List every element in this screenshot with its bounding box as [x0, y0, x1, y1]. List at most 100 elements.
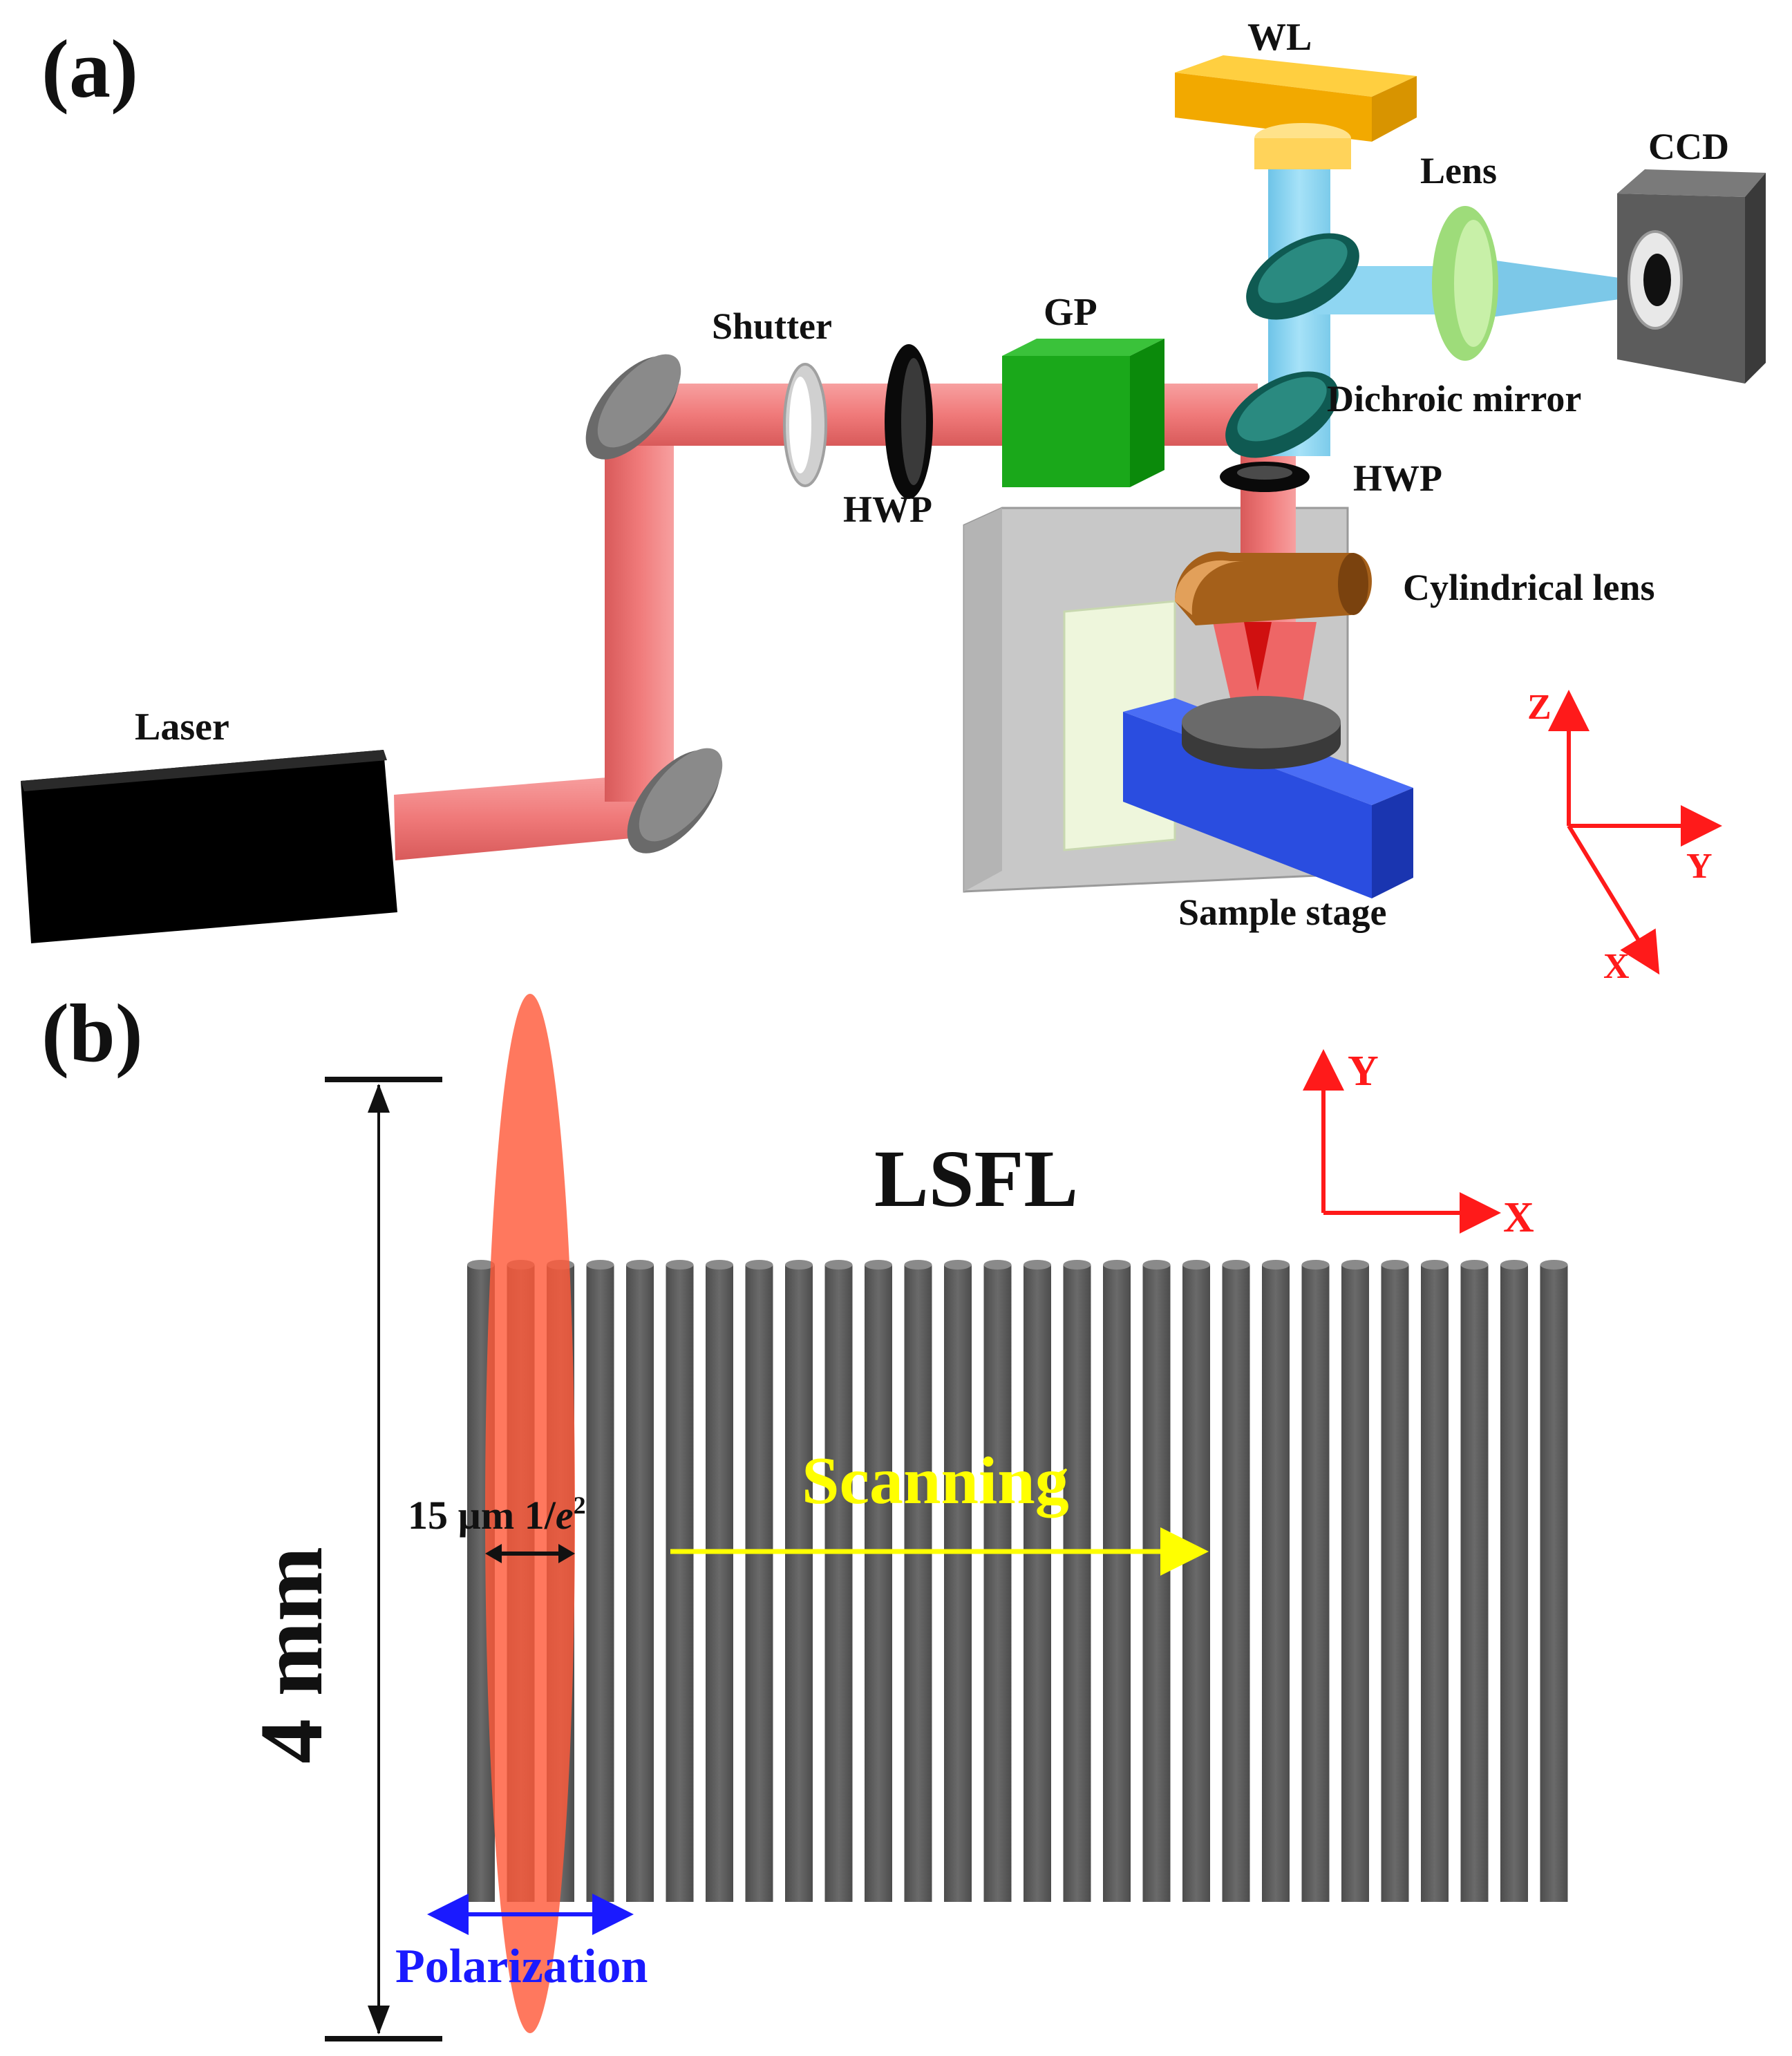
- lsfl-stripe-cap: [745, 1260, 773, 1270]
- axis-label-x-b: X: [1503, 1194, 1534, 1241]
- spot-width-annotation: 15 µm 1/e2: [408, 1491, 586, 1563]
- label-hwp-2: HWP: [1353, 458, 1442, 499]
- blue-beam-cone: [1486, 259, 1659, 318]
- lsfl-stripe-cap: [1222, 1260, 1250, 1270]
- lsfl-stripe: [1421, 1265, 1449, 1902]
- lsfl-stripe: [983, 1265, 1012, 1902]
- beam-focus-core: [1244, 622, 1272, 691]
- axes-xyz: Z Y X: [1527, 688, 1722, 986]
- scanning-indicator: Scanning: [670, 1444, 1209, 1576]
- label-4mm: 4 mm: [242, 1547, 341, 1764]
- lsfl-stripe-cap: [1301, 1260, 1330, 1270]
- lsfl-stripe: [1262, 1265, 1290, 1902]
- lsfl-stripe: [1182, 1265, 1210, 1902]
- beam-vertical: [605, 428, 674, 802]
- lsfl-stripe-cap: [1103, 1260, 1131, 1270]
- lsfl-stripe-cap: [1421, 1260, 1449, 1270]
- lsfl-stripe: [1103, 1265, 1131, 1902]
- panel-a: (a): [21, 16, 1766, 986]
- lsfl-stripe-cap: [1381, 1260, 1409, 1270]
- lsfl-stripe: [1460, 1265, 1489, 1902]
- label-wl: WL: [1247, 16, 1312, 59]
- lsfl-stripe-cap: [706, 1260, 733, 1270]
- lsfl-stripe-cap: [586, 1260, 614, 1270]
- lsfl-stripe-cap: [467, 1260, 495, 1270]
- label-sample-stage: Sample stage: [1178, 892, 1386, 933]
- label-hwp-1: HWP: [843, 489, 932, 530]
- lsfl-stripe: [1301, 1265, 1330, 1902]
- lsfl-stripe-cap: [1341, 1260, 1369, 1270]
- lsfl-stripe: [1381, 1265, 1409, 1902]
- height-dimension: 4 mm: [242, 1077, 442, 2041]
- lsfl-stripe-cap: [983, 1260, 1012, 1270]
- lsfl-stripe: [626, 1265, 654, 1902]
- lsfl-stripe-cap: [666, 1260, 694, 1270]
- beam-splitter: [1246, 233, 1359, 320]
- lsfl-stripe-cap: [785, 1260, 813, 1270]
- lsfl-stripes: [467, 1260, 1568, 1902]
- label-polarization: Polarization: [395, 1940, 648, 1993]
- label-shutter: Shutter: [712, 305, 832, 347]
- label-lens: Lens: [1420, 150, 1497, 191]
- lsfl-stripe-cap: [824, 1260, 853, 1270]
- ccd-camera: [1617, 169, 1766, 384]
- label-lsfl: LSFL: [874, 1133, 1078, 1224]
- lsfl-stripe: [944, 1265, 972, 1902]
- axes-xy: Y X: [1303, 1048, 1534, 1241]
- wl-source: [1175, 55, 1417, 169]
- mirror-bottom: [627, 748, 723, 853]
- lsfl-stripe-cap: [1460, 1260, 1489, 1270]
- laser-spot: [485, 994, 575, 2033]
- lsfl-stripe: [785, 1265, 813, 1902]
- lsfl-stripe: [1222, 1265, 1250, 1902]
- lsfl-stripe-cap: [626, 1260, 654, 1270]
- dichroic-mirror: [1225, 371, 1339, 458]
- imaging-lens: [1432, 206, 1498, 361]
- lsfl-stripe: [586, 1265, 614, 1902]
- lsfl-stripe: [865, 1265, 892, 1902]
- lsfl-stripe-cap: [865, 1260, 892, 1270]
- hwp-2: [1220, 462, 1310, 492]
- hwp-1: [885, 344, 933, 499]
- lsfl-stripe-cap: [1182, 1260, 1210, 1270]
- beam-laser-to-mirror: [394, 774, 653, 860]
- label-scanning: Scanning: [802, 1444, 1069, 1518]
- gp-cube: [1002, 339, 1164, 487]
- lsfl-stripe-cap: [1142, 1260, 1171, 1270]
- panel-a-tag: (a): [41, 23, 138, 115]
- lsfl-stripe: [745, 1265, 773, 1902]
- label-ccd: CCD: [1648, 126, 1729, 167]
- panel-b-tag: (b): [41, 987, 143, 1079]
- label-cylindrical-lens: Cylindrical lens: [1403, 567, 1655, 608]
- axis-label-y: Y: [1686, 847, 1713, 886]
- label-dichroic-mirror: Dichroic mirror: [1327, 378, 1581, 419]
- lsfl-stripe-cap: [1500, 1260, 1528, 1270]
- lsfl-stripe: [904, 1265, 932, 1902]
- mirror-top: [585, 354, 681, 460]
- lsfl-stripe-cap: [1063, 1260, 1091, 1270]
- sample-stage: [1123, 696, 1413, 898]
- label-laser: Laser: [135, 706, 229, 748]
- cylindrical-lens: [1175, 551, 1372, 625]
- lsfl-stripe: [1142, 1265, 1171, 1902]
- label-spot-width: 15 µm 1/e2: [408, 1491, 586, 1538]
- lsfl-stripe-cap: [1024, 1260, 1051, 1270]
- polarization-indicator: Polarization: [395, 1894, 648, 1993]
- axis-label-y-b: Y: [1348, 1048, 1379, 1095]
- lsfl-stripe-cap: [904, 1260, 932, 1270]
- laser-body: [21, 750, 397, 943]
- lsfl-stripe: [1500, 1265, 1528, 1902]
- lsfl-stripe: [824, 1265, 853, 1902]
- panel-b: (b) 4 mm LSFL Y X 15 µm 1/e2: [41, 987, 1568, 2041]
- lsfl-stripe-cap: [1540, 1260, 1568, 1270]
- shutter: [783, 363, 827, 487]
- label-gp: GP: [1044, 291, 1097, 334]
- lsfl-stripe: [706, 1265, 733, 1902]
- lsfl-stripe: [1063, 1265, 1091, 1902]
- lsfl-stripe: [666, 1265, 694, 1902]
- axis-label-z: Z: [1527, 688, 1552, 727]
- lsfl-stripe-cap: [1262, 1260, 1290, 1270]
- lsfl-stripe: [1341, 1265, 1369, 1902]
- lsfl-stripe-cap: [944, 1260, 972, 1270]
